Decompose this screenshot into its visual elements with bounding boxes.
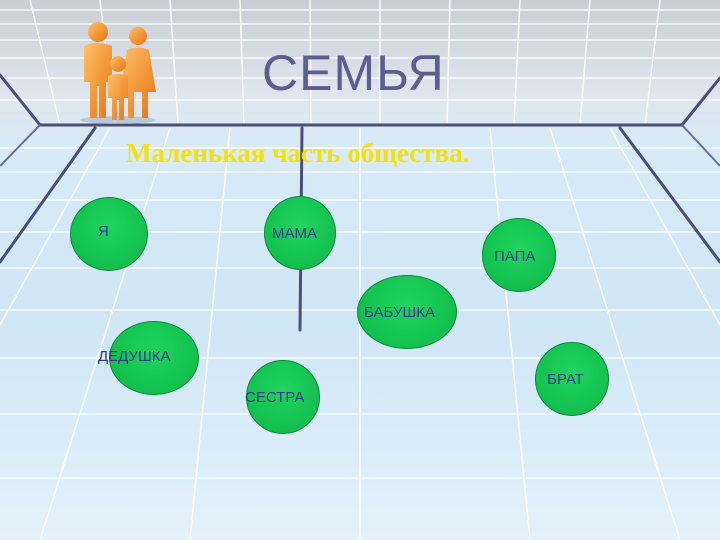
slide-title: СЕМЬЯ — [262, 45, 445, 101]
label-babushka: БАБУШКА — [364, 304, 436, 321]
label-mama: МАМА — [272, 225, 317, 242]
label-brat: БРАТ — [547, 371, 584, 388]
bubble-dedushka — [109, 321, 199, 395]
bubble-ya — [70, 197, 148, 271]
bubble-brat — [535, 342, 609, 416]
bubble-babushka — [357, 275, 457, 349]
family-people-icon — [80, 22, 156, 124]
label-ya: Я — [98, 223, 109, 240]
label-dedushka: ДЕДУШКА — [98, 348, 171, 365]
bubble-sestra — [246, 360, 320, 434]
label-sestra: СЕСТРА — [245, 389, 305, 406]
label-papa: ПАПА — [494, 248, 536, 265]
bubble-mama — [264, 196, 336, 270]
bubble-papa — [482, 218, 556, 292]
slide-subtitle: Маленькая часть общества. — [126, 138, 470, 168]
